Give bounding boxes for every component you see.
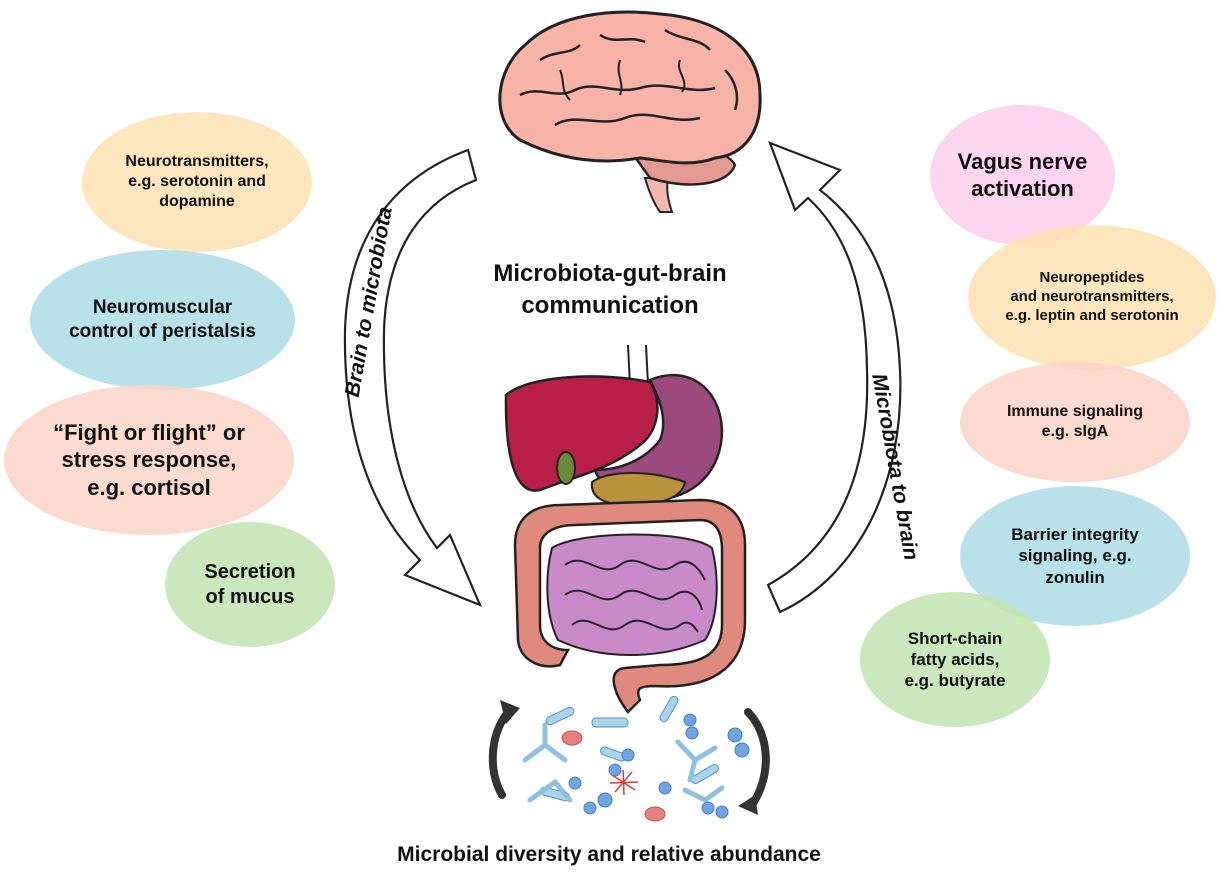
- bubble-neurotransmitters-text: Neurotransmitters, e.g. serotonin and do…: [125, 153, 269, 210]
- brain-illustration: [498, 10, 762, 213]
- bubble-neuropeptides: Neuropeptides and neurotransmitters, e.g…: [968, 225, 1216, 370]
- brain-to-microbiota-arrow: [343, 148, 483, 608]
- digestive-system-illustration: [504, 344, 747, 714]
- bubble-stress-response: “Fight or flight” or stress response, e.…: [4, 385, 294, 535]
- bubble-neuropeptides-text: Neuropeptides and neurotransmitters, e.g…: [1005, 269, 1179, 324]
- microbial-diversity-caption: Microbial diversity and relative abundan…: [397, 843, 821, 866]
- bubble-stress-response-text: “Fight or flight” or stress response, e.…: [53, 419, 245, 500]
- diagram-title: Microbiota-gut-brain communication: [493, 260, 727, 320]
- bubble-short-chain-fatty-acids-text: Short-chain fatty acids, e.g. butyrate: [904, 628, 1006, 691]
- bubble-short-chain-fatty-acids: Short-chain fatty acids, e.g. butyrate: [860, 592, 1050, 727]
- bubble-barrier-integrity-text: Barrier integrity signaling, e.g. zonuli…: [1011, 525, 1139, 587]
- microbiota-illustration: [488, 695, 770, 822]
- microbiota-to-brain-arrow: [766, 141, 902, 614]
- bubble-mucus-secretion: Secretion of mucus: [165, 522, 335, 647]
- bubble-vagus-nerve: Vagus nerve activation: [930, 105, 1115, 245]
- bubble-vagus-nerve-text: Vagus nerve activation: [957, 148, 1088, 202]
- bubble-mucus-secretion-text: Secretion of mucus: [204, 560, 296, 608]
- bubble-immune-signaling-text: Immune signaling e.g. sIgA: [1006, 403, 1143, 440]
- bubble-immune-signaling: Immune signaling e.g. sIgA: [960, 362, 1190, 482]
- bubble-neurotransmitters: Neurotransmitters, e.g. serotonin and do…: [82, 112, 312, 252]
- bubble-neuromuscular-control-text: Neuromuscular control of peristalsis: [69, 297, 256, 342]
- bubble-neuromuscular-control: Neuromuscular control of peristalsis: [30, 250, 295, 390]
